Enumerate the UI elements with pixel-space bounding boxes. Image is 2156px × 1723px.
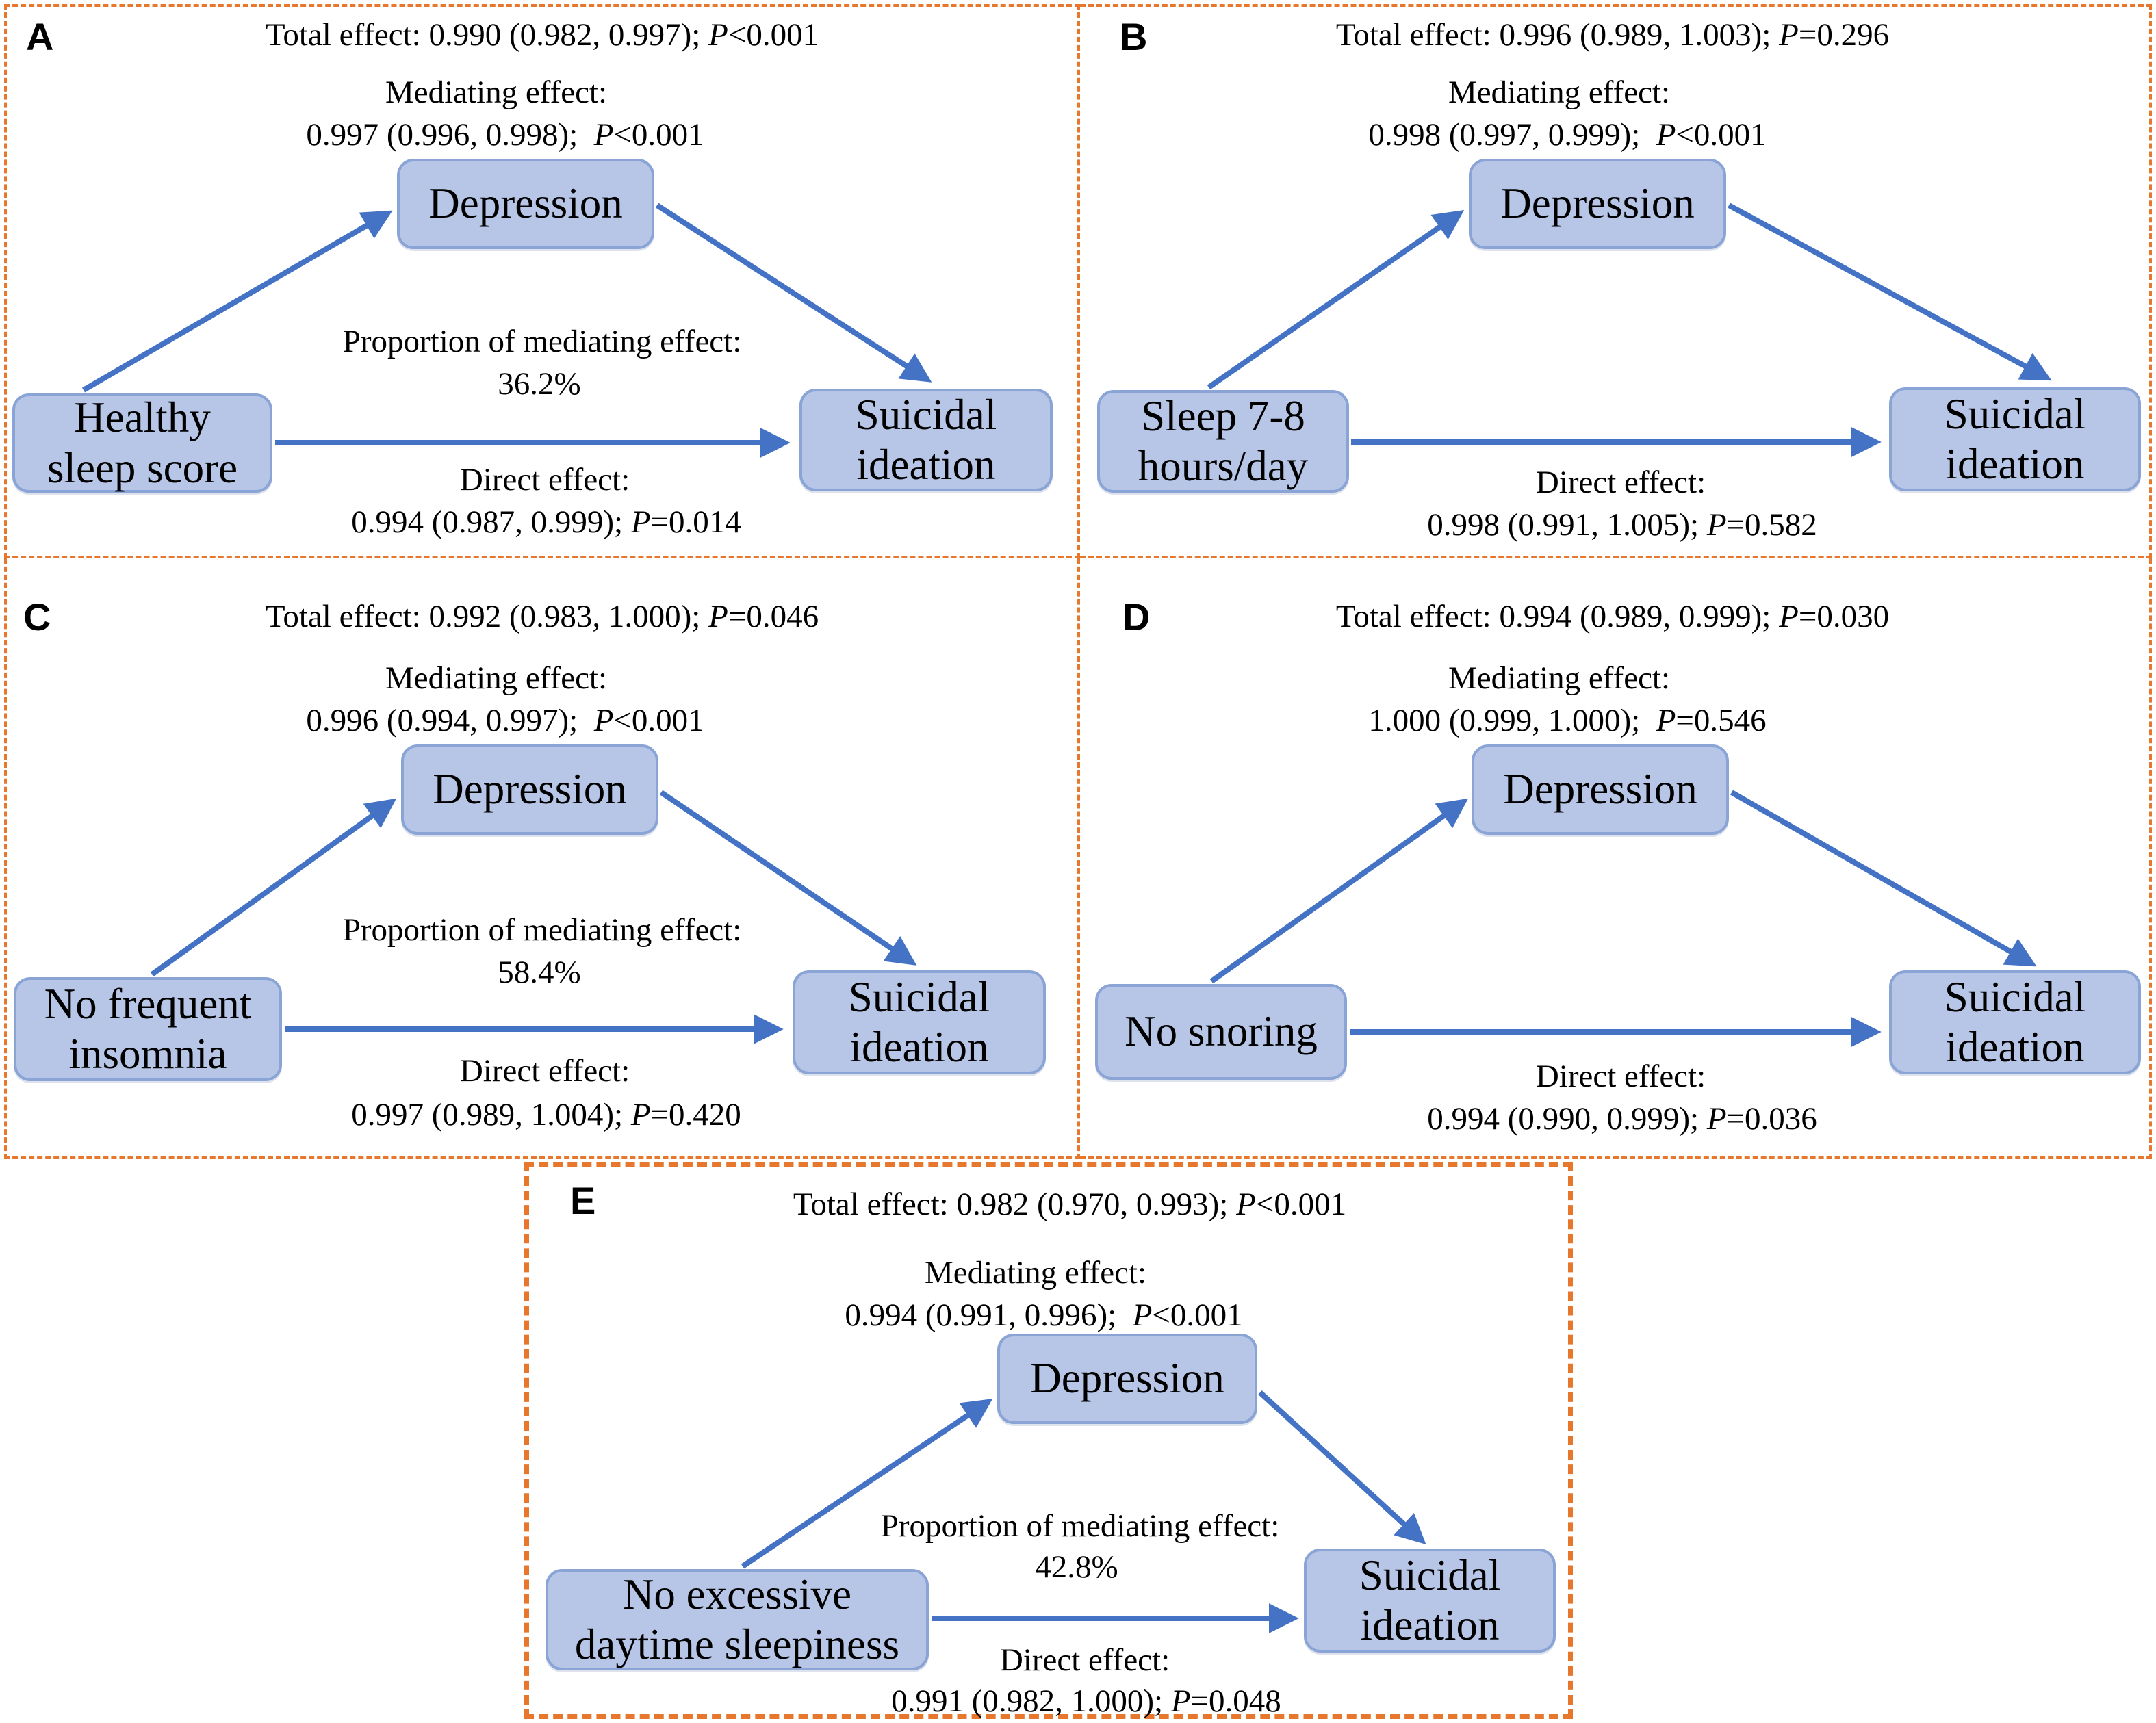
- proportion-label: Proportion of mediating effect:: [342, 912, 742, 948]
- exposure-box-line: sleep score: [47, 443, 238, 492]
- panel-e: E Total effect: 0.982 (0.970, 0.993); P<…: [524, 1162, 1573, 1719]
- mediator-box-label: Depression: [428, 179, 623, 228]
- panel-c-arrows: [150, 790, 917, 1044]
- mediating-effect-label: Mediating effect:: [385, 660, 608, 696]
- panel-c: C Total effect: 0.992 (0.983, 1.000); P=…: [4, 558, 1080, 1159]
- proportion-value: 42.8%: [1035, 1549, 1118, 1585]
- direct-effect-label: Direct effect:: [459, 462, 630, 497]
- direct-effect-label: Direct effect:: [999, 1642, 1170, 1678]
- mediator-box-label: Depression: [1500, 179, 1695, 228]
- panel-label: C: [23, 595, 51, 638]
- mediating-effect-value: 0.998 (0.997, 0.999); P<0.001: [1368, 117, 1767, 153]
- mediator-box-label: Depression: [1030, 1354, 1224, 1403]
- total-effect-text: Total effect: 0.992 (0.983, 1.000); P=0.…: [265, 599, 819, 634]
- exposure-box: Sleep 7-8 hours/day: [1097, 390, 1349, 493]
- proportion-label: Proportion of mediating effect:: [880, 1508, 1280, 1544]
- outcome-box-line: Suicidal: [848, 972, 990, 1021]
- total-effect-text: Total effect: 0.990 (0.982, 0.997); P<0.…: [265, 17, 819, 53]
- panel-b: B Total effect: 0.996 (0.989, 1.003); P=…: [1080, 4, 2152, 558]
- outcome-box-line: Suicidal: [1944, 389, 2086, 438]
- exposure-box-line: No frequent: [44, 979, 252, 1028]
- exposure-box-line: Healthy: [74, 393, 211, 442]
- total-effect-text: Total effect: 0.994 (0.989, 0.999); P=0.…: [1335, 599, 1890, 634]
- outcome-box: Suicidal ideation: [1889, 970, 2141, 1074]
- mediator-box: Depression: [997, 1334, 1257, 1424]
- mediating-effect-label: Mediating effect:: [385, 75, 608, 110]
- panel-e-arrows: [741, 1390, 1426, 1633]
- outcome-box: Suicidal ideation: [1889, 387, 2141, 491]
- outcome-box-line: ideation: [856, 441, 996, 489]
- mediating-effect-label: Mediating effect:: [924, 1255, 1147, 1291]
- proportion-label: Proportion of mediating effect:: [342, 324, 742, 359]
- exposure-box-line: insomnia: [68, 1030, 227, 1078]
- mediator-to-outcome-arrow: [1258, 1390, 1426, 1544]
- exposure-box: No excessive daytime sleepiness: [546, 1569, 929, 1670]
- mediator-box: Depression: [397, 159, 654, 249]
- exposure-box-line: Sleep 7-8: [1141, 391, 1305, 440]
- exposure-to-mediator-arrow: [1207, 209, 1465, 390]
- panel-label: A: [26, 15, 54, 58]
- mediating-effect-value: 0.997 (0.996, 0.998); P<0.001: [306, 117, 704, 153]
- direct-effect-label: Direct effect:: [459, 1053, 630, 1089]
- mediator-box-label: Depression: [1503, 765, 1697, 814]
- exposure-box: Healthy sleep score: [12, 393, 272, 493]
- direct-effect-value: 0.994 (0.990, 0.999); P=0.036: [1427, 1101, 1817, 1137]
- direct-effect-label: Direct effect:: [1535, 465, 1706, 500]
- mediator-box: Depression: [1472, 744, 1729, 835]
- panel-d-arrows: [1209, 790, 2037, 1047]
- outcome-box-line: Suicidal: [1359, 1551, 1501, 1599]
- exposure-box-line: No snoring: [1125, 1007, 1318, 1056]
- panel-label: D: [1122, 595, 1151, 638]
- mediating-effect-label: Mediating effect:: [1448, 75, 1671, 110]
- mediator-box: Depression: [401, 744, 658, 835]
- mediator-box: Depression: [1469, 159, 1726, 249]
- total-effect-text: Total effect: 0.982 (0.970, 0.993); P<0.…: [793, 1187, 1347, 1222]
- exposure-to-mediator-arrow: [81, 210, 393, 393]
- outcome-box-line: ideation: [1360, 1601, 1500, 1649]
- panel-label: E: [570, 1179, 596, 1222]
- outcome-box: Suicidal ideation: [1304, 1549, 1556, 1653]
- outcome-box-line: Suicidal: [855, 390, 997, 439]
- exposure-to-mediator-arrow: [1209, 798, 1469, 984]
- exposure-to-mediator-arrow: [150, 798, 397, 977]
- panel-a: A Total effect: 0.990 (0.982, 0.997); P<…: [4, 4, 1080, 558]
- exposure-box-line: daytime sleepiness: [574, 1620, 900, 1668]
- mediating-effect-value: 0.996 (0.994, 0.997); P<0.001: [306, 703, 704, 738]
- panel-d: D Total effect: 0.994 (0.989, 0.999); P=…: [1080, 558, 2152, 1159]
- mediating-effect-value: 0.994 (0.991, 0.996); P<0.001: [845, 1297, 1243, 1333]
- mediator-to-outcome-arrow: [659, 790, 917, 966]
- direct-effect-label: Direct effect:: [1535, 1059, 1706, 1094]
- direct-effect-value: 0.998 (0.991, 1.005); P=0.582: [1427, 507, 1817, 543]
- mediating-effect-label: Mediating effect:: [1448, 660, 1671, 696]
- mediator-to-outcome-arrow: [1728, 203, 2052, 381]
- direct-effect-value: 0.997 (0.989, 1.004); P=0.420: [351, 1097, 741, 1132]
- exposure-box: No frequent insomnia: [14, 977, 282, 1081]
- total-effect-text: Total effect: 0.996 (0.989, 1.003); P=0.…: [1335, 17, 1890, 53]
- exposure-box: No snoring: [1095, 984, 1347, 1080]
- exposure-box-line: No excessive: [622, 1570, 852, 1618]
- panel-label: B: [1120, 15, 1148, 58]
- mediator-box-label: Depression: [433, 765, 627, 814]
- mediating-effect-value: 1.000 (0.999, 1.000); P=0.546: [1368, 703, 1767, 738]
- outcome-box: Suicidal ideation: [793, 970, 1046, 1074]
- direct-effect-value: 0.991 (0.982, 1.000); P=0.048: [891, 1683, 1281, 1719]
- outcome-box-line: Suicidal: [1944, 972, 2086, 1021]
- proportion-value: 36.2%: [498, 366, 581, 402]
- outcome-box-line: ideation: [1945, 1023, 2085, 1071]
- panel-a-arrows: [81, 203, 932, 458]
- outcome-box-line: ideation: [849, 1023, 989, 1071]
- mediator-to-outcome-arrow: [655, 203, 932, 383]
- outcome-box: Suicidal ideation: [799, 389, 1053, 491]
- panel-b-arrows: [1207, 203, 2052, 457]
- exposure-to-mediator-arrow: [741, 1399, 993, 1569]
- mediator-to-outcome-arrow: [1730, 790, 2037, 967]
- proportion-value: 58.4%: [498, 955, 581, 990]
- direct-effect-value: 0.994 (0.987, 0.999); P=0.014: [351, 504, 741, 540]
- exposure-box-line: hours/day: [1138, 442, 1309, 490]
- outcome-box-line: ideation: [1945, 440, 2085, 488]
